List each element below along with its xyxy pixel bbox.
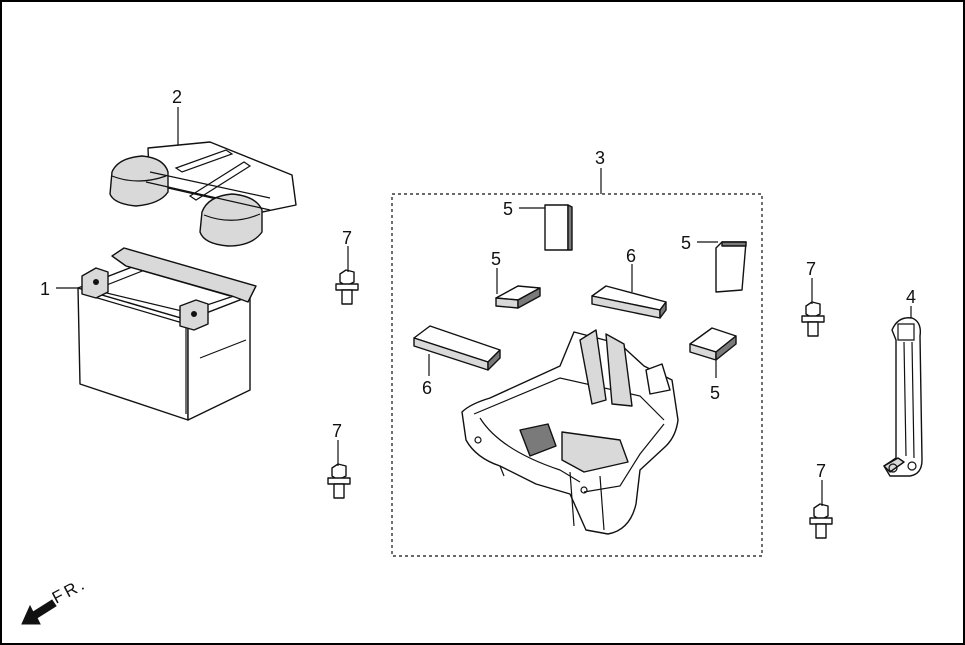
battery-cover-part-2 <box>109 141 297 247</box>
callout-5-d: 5 <box>710 383 720 403</box>
foam-pad-part-6-a <box>591 285 667 319</box>
battery-box-tray <box>461 329 679 535</box>
foam-pad-part-6-b <box>413 325 501 371</box>
callout-6-a: 6 <box>626 246 636 266</box>
callout-1: 1 <box>40 279 50 299</box>
callout-5-a: 5 <box>503 199 513 219</box>
leader-lines <box>56 107 912 506</box>
bolt-part-7-c <box>801 301 825 337</box>
front-direction-arrow-icon <box>21 599 57 625</box>
callout-5-b: 5 <box>491 249 501 269</box>
callout-3: 3 <box>595 148 605 168</box>
callout-7-b: 7 <box>332 421 342 441</box>
rubber-pad-part-5-c <box>715 241 747 293</box>
rubber-pad-part-5-a <box>544 204 573 251</box>
callout-5-c: 5 <box>681 233 691 253</box>
bolt-part-7-a <box>335 269 359 305</box>
front-direction-label: FR. <box>49 574 90 608</box>
callout-4: 4 <box>906 287 916 307</box>
rubber-pad-part-5-d <box>689 327 737 361</box>
battery-part-1 <box>77 247 257 421</box>
bolt-part-7-b <box>327 463 351 499</box>
callout-7-d: 7 <box>816 461 826 481</box>
callout-2: 2 <box>172 87 182 107</box>
callout-7-c: 7 <box>806 259 816 279</box>
bolt-part-7-d <box>809 503 833 539</box>
battery-strap-part-4 <box>883 317 923 477</box>
rubber-pad-part-5-b <box>495 285 541 309</box>
callout-6-b: 6 <box>422 378 432 398</box>
callout-7-a: 7 <box>342 228 352 248</box>
